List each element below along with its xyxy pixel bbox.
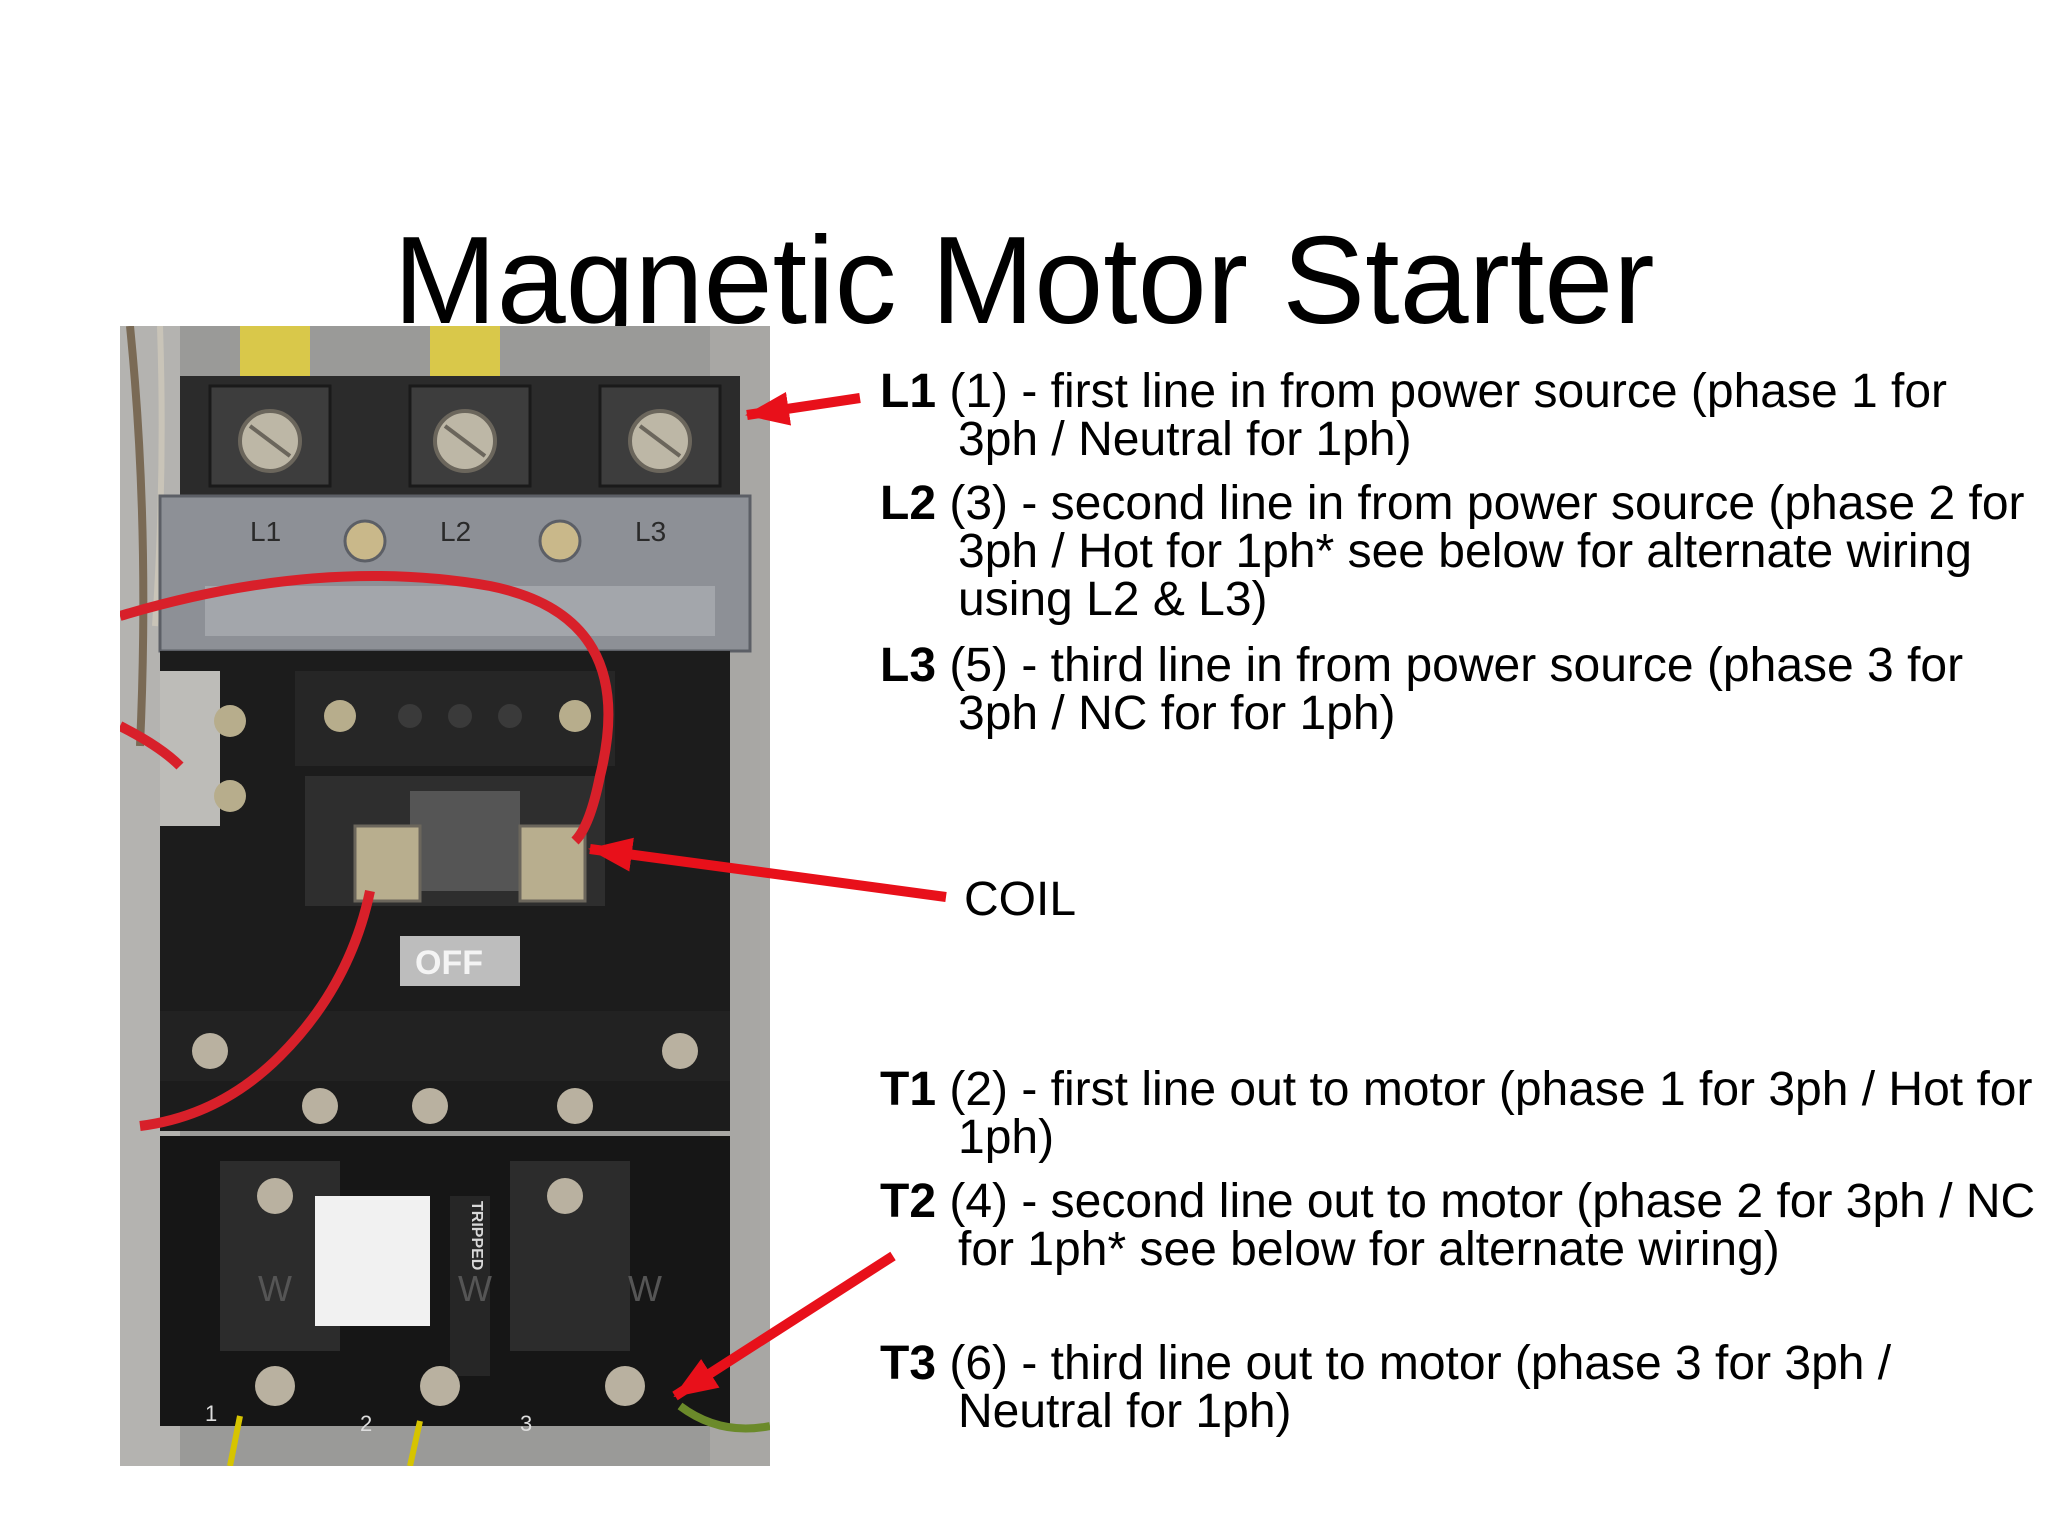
plate-label-l1: L1: [250, 516, 281, 547]
term-t2: T2: [880, 1175, 937, 1228]
heater-label-1: W: [258, 1268, 292, 1309]
term-t3: T3: [880, 1337, 937, 1390]
desc-t3: (6) - third line out to motor (phase 3 f…: [936, 1337, 1892, 1438]
coil-label: COIL: [964, 873, 1077, 926]
annotation-l3: L3 (5) - third line in from power source…: [880, 642, 2038, 738]
tripped-label: TRIPPED: [468, 1201, 485, 1270]
term-l1: L1: [880, 365, 937, 418]
terminal-number-2: 2: [360, 1411, 372, 1436]
annotation-t1: T1 (2) - first line out to motor (phase …: [880, 1066, 2038, 1162]
annotation-t3: T3 (6) - third line out to motor (phase …: [880, 1340, 2038, 1436]
annotation-l2: L2 (3) - second line in from power sourc…: [880, 480, 2038, 624]
terminal-number-1: 1: [205, 1401, 217, 1426]
off-indicator-label: OFF: [415, 944, 483, 982]
terminal-number-3: 3: [520, 1411, 532, 1436]
heater-label-3: W: [628, 1268, 662, 1309]
annotation-t2: T2 (4) - second line out to motor (phase…: [880, 1178, 2038, 1274]
term-l3: L3: [880, 639, 937, 692]
desc-l1: (1) - first line in from power source (p…: [936, 365, 1948, 466]
plate-label-l3: L3: [635, 516, 666, 547]
annotation-l1: L1 (1) - first line in from power source…: [880, 368, 2038, 464]
plate-label-l2: L2: [440, 516, 471, 547]
heater-label-2: W: [458, 1268, 492, 1309]
desc-l2: (3) - second line in from power source (…: [936, 477, 2025, 626]
desc-l3: (5) - third line in from power source (p…: [936, 639, 1964, 740]
motor-starter-photo: L1 L2 L3 OFF: [120, 326, 770, 1466]
desc-t2: (4) - second line out to motor (phase 2 …: [936, 1175, 2036, 1276]
term-l2: L2: [880, 477, 937, 530]
desc-t1: (2) - first line out to motor (phase 1 f…: [936, 1063, 2033, 1164]
term-t1: T1: [880, 1063, 937, 1116]
